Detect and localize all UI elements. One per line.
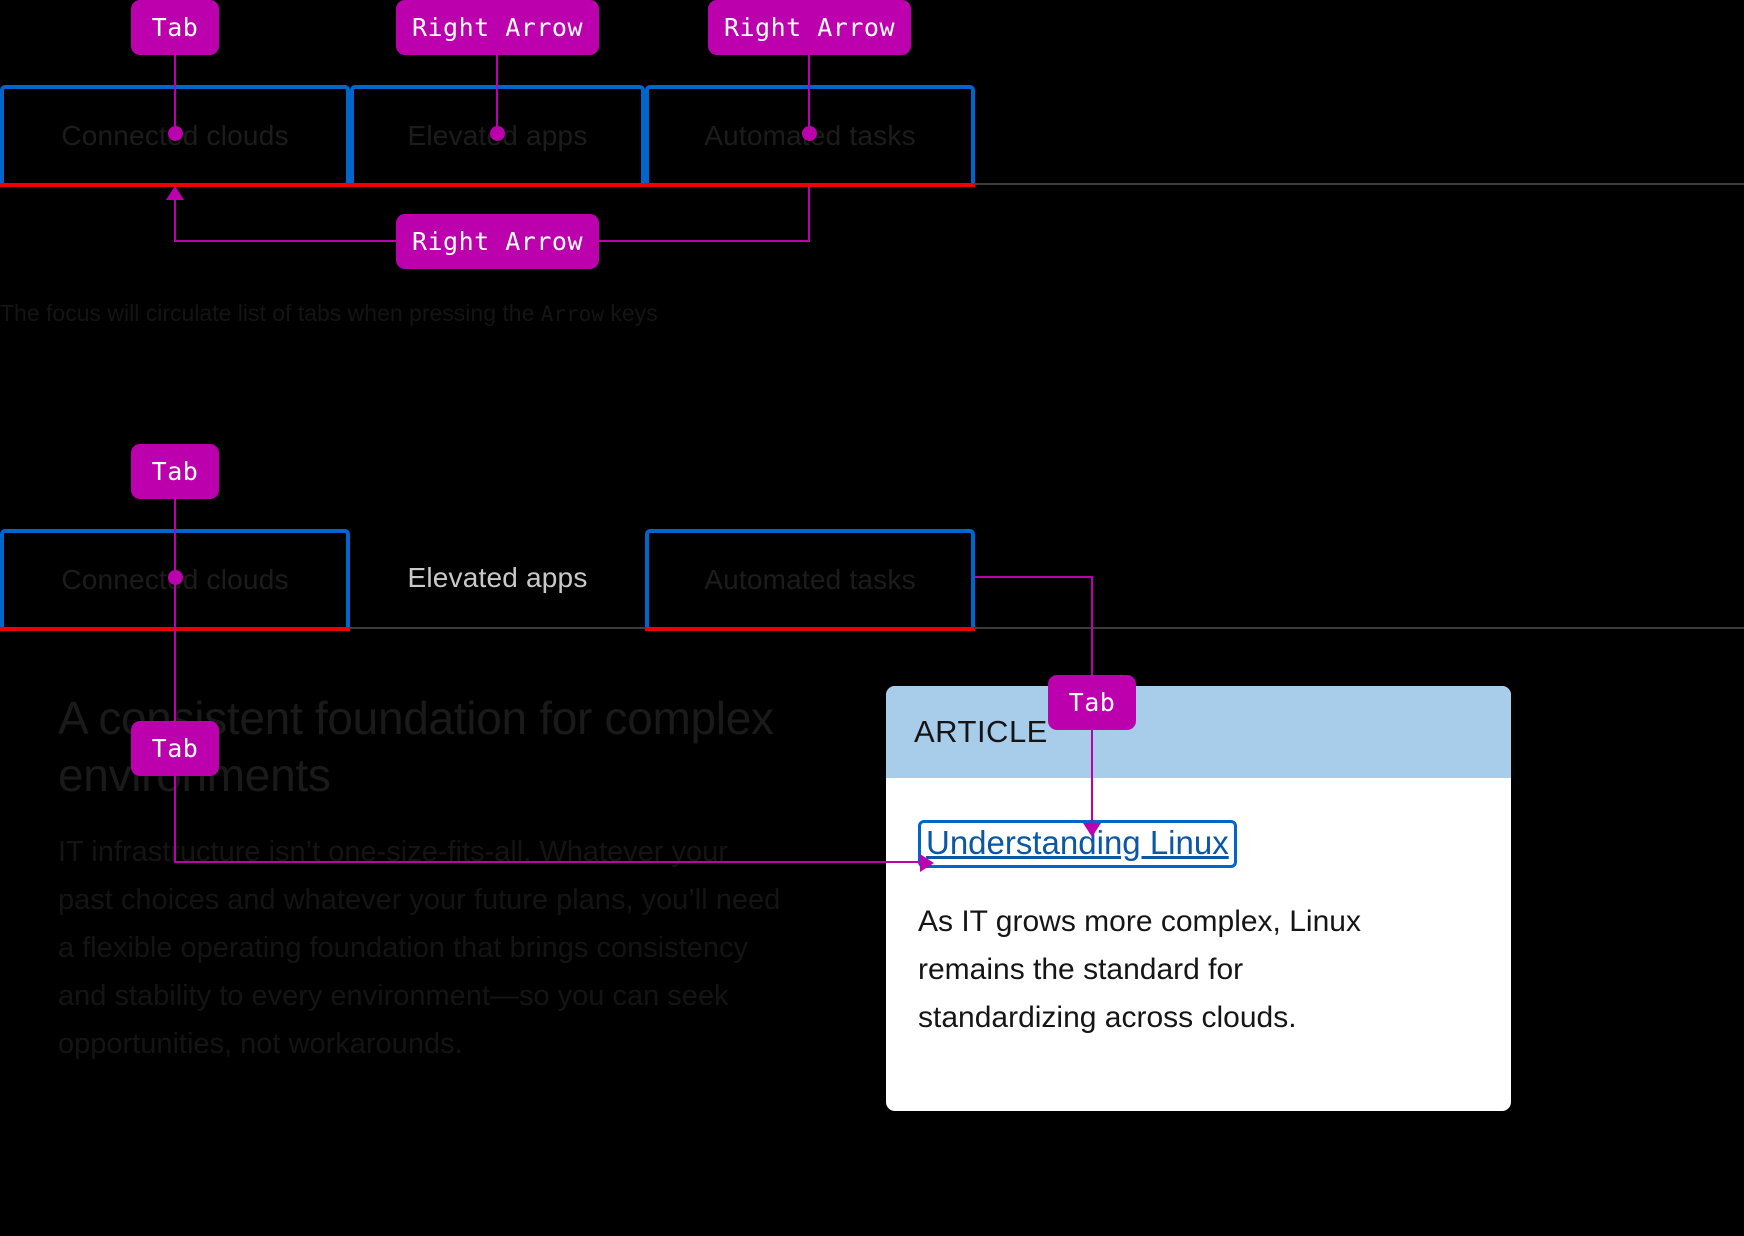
connector-line-arrow-1 xyxy=(496,55,498,135)
section-two-badge-tab-content: Tab xyxy=(131,721,219,776)
connector-tab3-to-card-vertical xyxy=(1091,576,1093,676)
caption-text-before: The focus will circulate list of tabs wh… xyxy=(0,300,541,326)
section-one-badge-right-arrow-2: Right Arrow xyxy=(708,0,911,55)
section-two-tab-automated-tasks[interactable]: Automated tasks xyxy=(645,529,975,631)
tab-label: Automated tasks xyxy=(704,564,916,595)
connector-dot-tab-1 xyxy=(168,126,183,141)
connector-wrap-right-vertical xyxy=(808,187,810,241)
connector-tab3-to-card-horizontal xyxy=(975,576,1093,578)
section-one-caption: The focus will circulate list of tabs wh… xyxy=(0,300,658,327)
article-card-body: Understanding Linux As IT grows more com… xyxy=(886,778,1511,1072)
caption-key: Arrow xyxy=(540,302,604,326)
article-link-understanding-linux[interactable]: Understanding Linux xyxy=(918,820,1237,868)
caption-text-after: keys xyxy=(603,300,658,326)
connector-wrap-arrowhead xyxy=(166,186,184,200)
panel-paragraph: IT infrastructure isn’t one-size-fits-al… xyxy=(58,836,781,1060)
section-two-badge-tab-card: Tab xyxy=(1048,675,1136,730)
badge-label: Right Arrow xyxy=(411,227,584,256)
badge-label: Tab xyxy=(1068,688,1116,717)
section-two-badge-tab-tabs: Tab xyxy=(131,444,219,499)
connector-dot-section-two-tab-1 xyxy=(168,570,183,585)
badge-label: Tab xyxy=(151,734,199,763)
connector-tab-to-link-horizontal xyxy=(174,861,922,863)
connector-line-section-two-tab-1 xyxy=(174,499,176,579)
connector-wrap-right-horizontal xyxy=(599,240,810,242)
connector-line-arrow-2 xyxy=(808,55,810,135)
section-two-tab-elevated-apps[interactable]: Elevated apps xyxy=(350,529,645,627)
article-card-header: ARTICLE xyxy=(886,686,1511,778)
article-card: ARTICLE Understanding Linux As IT grows … xyxy=(886,686,1511,1111)
connector-dot-arrow-1 xyxy=(490,126,505,141)
section-one-badge-tab: Tab xyxy=(131,0,219,55)
connector-card-badge-to-link-vertical xyxy=(1091,730,1093,825)
connector-tab-to-link-arrowhead xyxy=(920,854,934,872)
connector-dot-arrow-2 xyxy=(802,126,817,141)
active-underline xyxy=(645,627,975,631)
article-card-text: As IT grows more complex, Linux remains … xyxy=(918,904,1361,1034)
connector-wrap-left-vertical xyxy=(174,200,176,241)
active-underline xyxy=(645,183,975,187)
active-underline xyxy=(350,183,645,187)
connector-wrap-left-horizontal xyxy=(174,240,396,242)
section-one-badge-right-arrow-wrap: Right Arrow xyxy=(396,214,599,269)
connector-tab-to-link-vertical xyxy=(174,578,176,863)
section-one-badge-right-arrow-1: Right Arrow xyxy=(396,0,599,55)
connector-line-tab-1 xyxy=(174,55,176,135)
connector-card-badge-to-link-arrowhead xyxy=(1083,823,1101,837)
article-eyebrow: ARTICLE xyxy=(914,714,1048,749)
badge-label: Tab xyxy=(151,13,199,42)
badge-label: Right Arrow xyxy=(411,13,584,42)
badge-label: Right Arrow xyxy=(723,13,896,42)
tab-label: Elevated apps xyxy=(407,562,588,593)
active-underline xyxy=(0,183,350,187)
badge-label: Tab xyxy=(151,457,199,486)
